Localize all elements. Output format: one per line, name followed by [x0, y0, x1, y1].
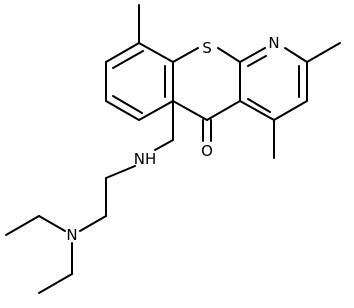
methyl-groups [138, 4, 341, 159]
bond [38, 273, 73, 294]
bond [217, 47, 241, 63]
bond [247, 98, 271, 113]
bond [138, 42, 174, 63]
bond [206, 100, 241, 121]
bond [284, 47, 308, 63]
carbonyl-oxygen-label: O [201, 142, 213, 160]
bond [273, 100, 308, 121]
bond [5, 215, 40, 236]
bond [239, 47, 266, 63]
bond [247, 55, 267, 67]
bond [105, 100, 140, 121]
bond [172, 100, 208, 121]
bond [239, 100, 275, 121]
bond [105, 42, 140, 63]
side-chain [5, 100, 174, 294]
atom-labels: S N O NH N [66, 34, 279, 244]
amine-nh-label: NH [134, 150, 157, 168]
bond [172, 47, 199, 63]
bond [112, 95, 143, 114]
bond [112, 50, 144, 69]
methyl-bond [306, 42, 341, 63]
benzene-ring [105, 42, 174, 121]
bond [154, 139, 174, 151]
pyridine-ring [239, 47, 308, 121]
pyridine-nitrogen-label: N [268, 34, 279, 52]
sulfur-atom-label: S [202, 39, 212, 57]
central-ring [172, 47, 241, 142]
bond [105, 165, 136, 179]
bond [79, 215, 107, 232]
tertiary-amine-nitrogen-label: N [66, 226, 77, 244]
bond [38, 215, 66, 232]
bond [138, 100, 174, 121]
